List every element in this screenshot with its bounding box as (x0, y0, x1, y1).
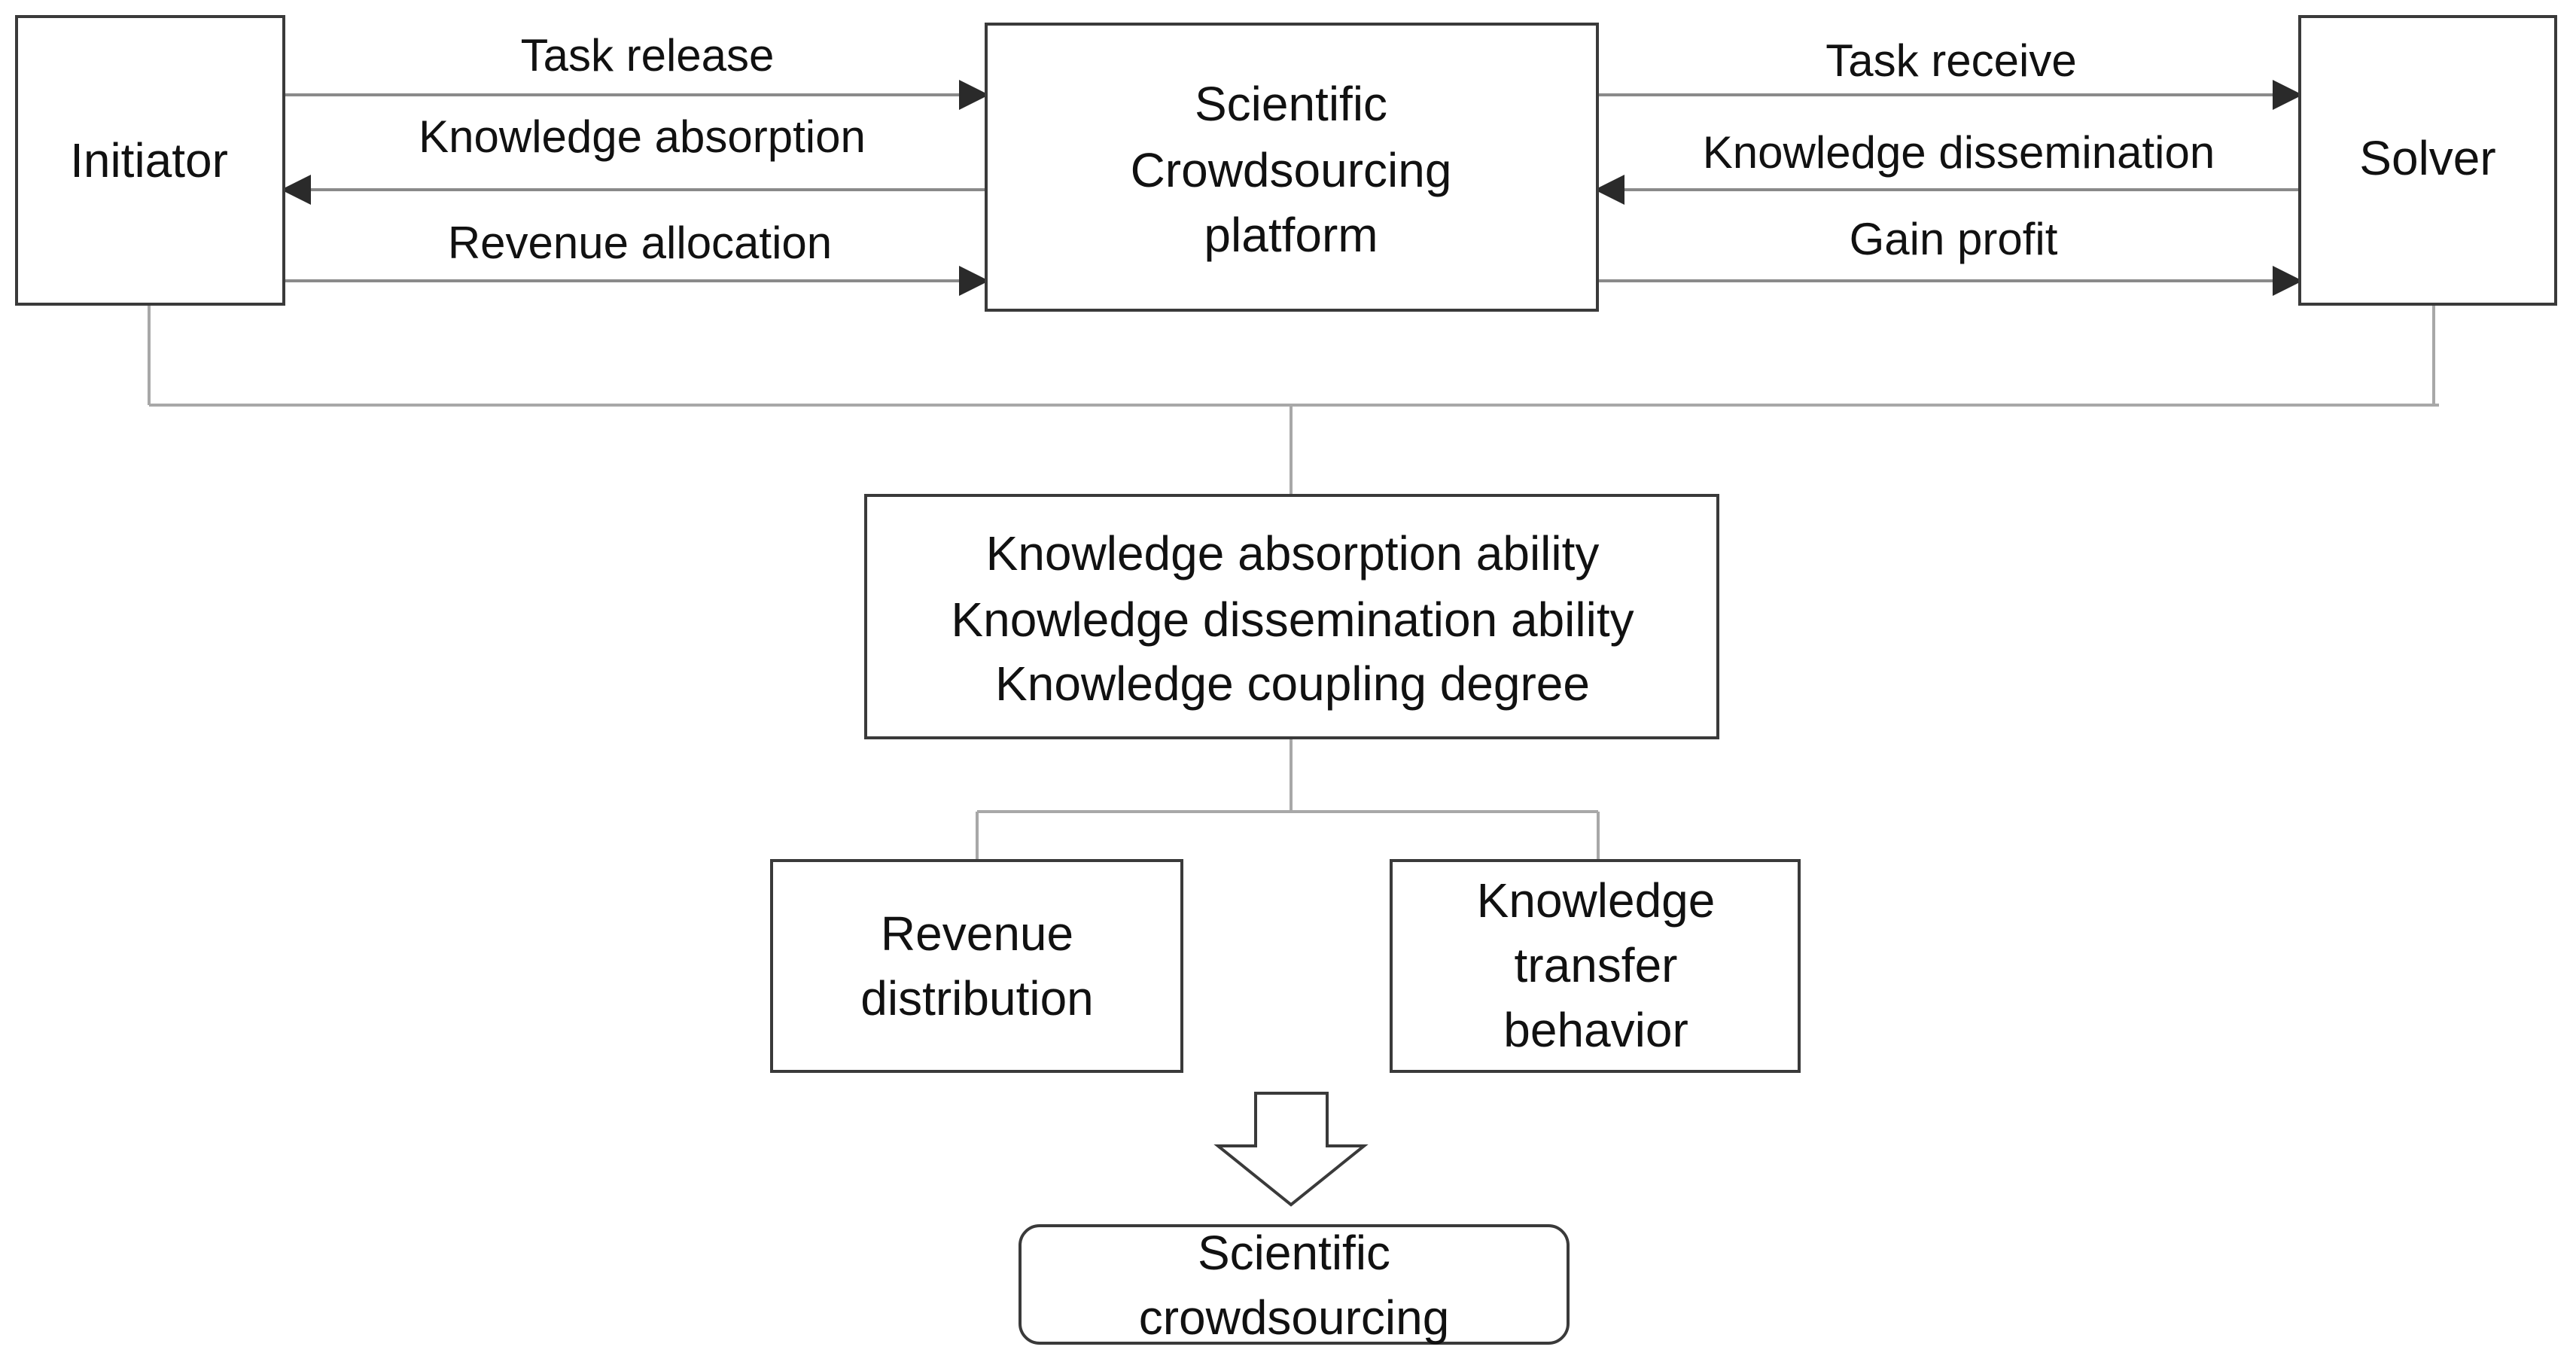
label-knowledge-dissemination: Knowledge dissemination (1703, 127, 2215, 178)
node-platform: Scientific Crowdsourcing platform (985, 23, 1599, 312)
initiator-box (15, 15, 285, 306)
factors-label-line1: Knowledge absorption ability (986, 526, 1600, 580)
solver-label: Solver (2359, 131, 2495, 185)
transfer-box (1390, 859, 1801, 1073)
connectors (148, 304, 2439, 861)
platform-box (985, 23, 1599, 312)
node-transfer: Knowledge transfer behavior (1390, 859, 1801, 1073)
label-gain-profit: Gain profit (1850, 214, 2058, 264)
transfer-label-line1: Knowledge (1477, 873, 1716, 928)
node-factors: Knowledge absorption ability Knowledge d… (864, 494, 1719, 739)
label-knowledge-absorption: Knowledge absorption (419, 111, 866, 162)
transfer-label-line2: transfer (1515, 938, 1678, 992)
outcome-box (1019, 1224, 1570, 1345)
initiator-label: Initiator (70, 133, 228, 187)
platform-label-line3: platform (1204, 208, 1378, 262)
factors-label-line3: Knowledge coupling degree (995, 657, 1590, 711)
platform-label-line2: Crowdsourcing (1131, 143, 1452, 197)
node-revenue: Revenue distribution (770, 859, 1183, 1073)
revenue-label-line2: distribution (860, 971, 1094, 1025)
revenue-box (770, 859, 1183, 1073)
outcome-label-line1: Scientific (1198, 1226, 1390, 1280)
initiator-platform-arrows (281, 80, 989, 296)
platform-solver-arrows (1594, 80, 2303, 296)
label-revenue-allocation: Revenue allocation (448, 218, 832, 268)
down-arrow-icon (1213, 1092, 1369, 1207)
factors-label-line2: Knowledge dissemination ability (951, 593, 1634, 647)
node-solver: Solver (2298, 15, 2557, 306)
label-task-release: Task release (521, 30, 775, 81)
edge-labels: Task release Knowledge absorption Revenu… (419, 30, 2215, 268)
node-initiator: Initiator (15, 15, 285, 306)
label-task-receive: Task receive (1825, 35, 2076, 86)
solver-box (2298, 15, 2557, 306)
revenue-label-line1: Revenue (881, 906, 1073, 961)
outcome-label-line2: crowdsourcing (1139, 1290, 1450, 1345)
transfer-label-line3: behavior (1503, 1003, 1688, 1057)
node-outcome: Scientific crowdsourcing (1019, 1224, 1570, 1345)
platform-label-line1: Scientific (1195, 77, 1387, 131)
factors-box (864, 494, 1719, 739)
